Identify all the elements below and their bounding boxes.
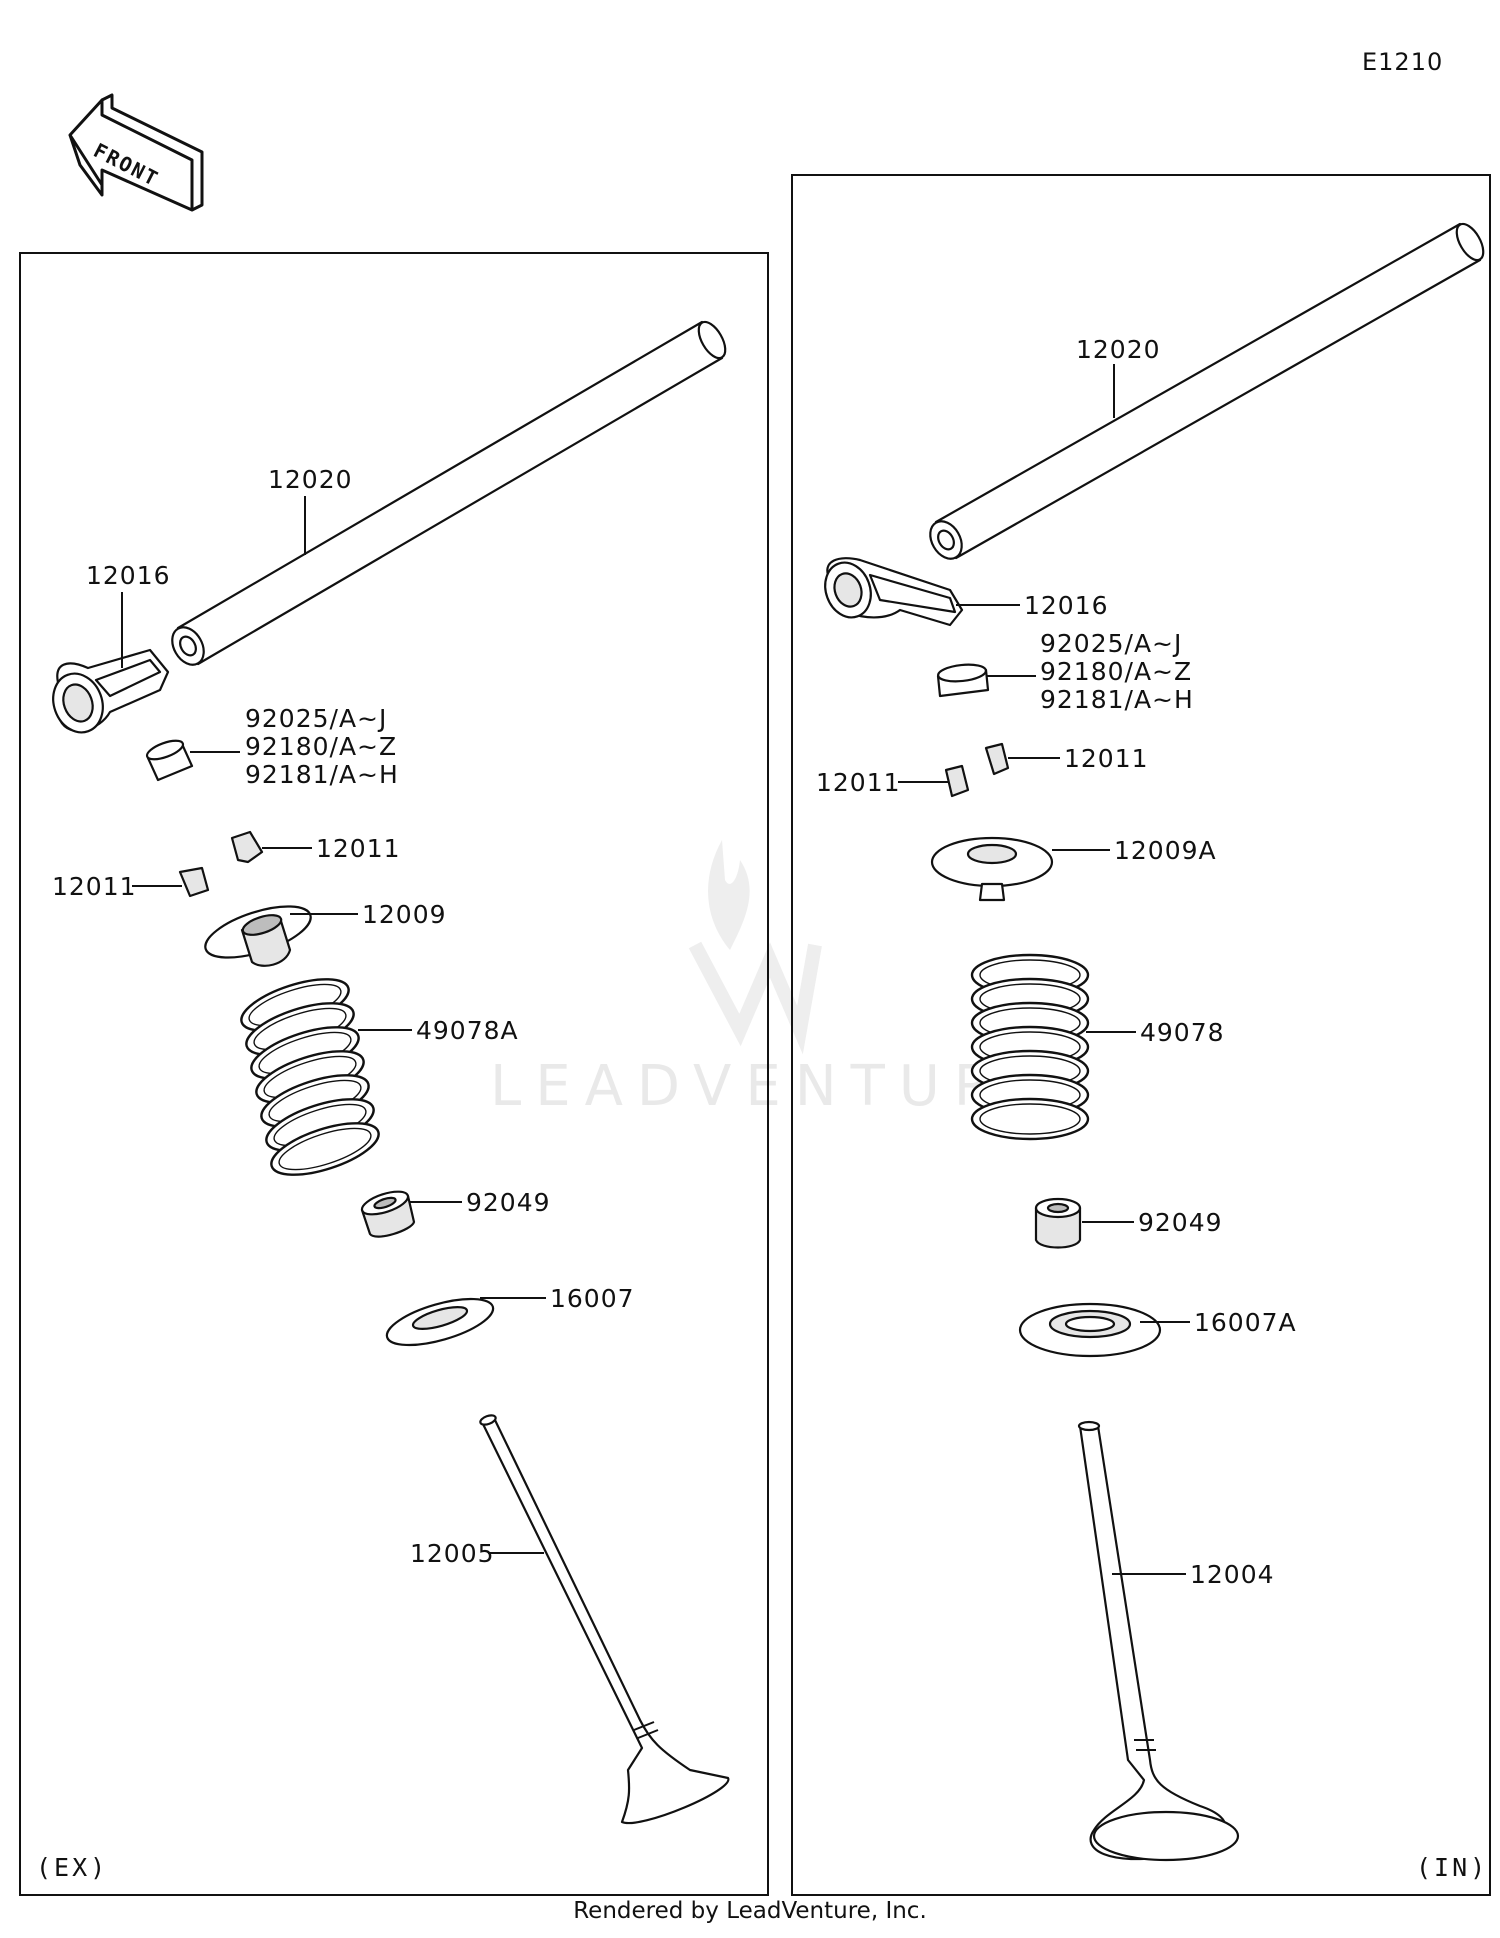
in-spring-retainer [930,836,1054,902]
in-label-shim-2: 92180/A~Z [1040,657,1192,686]
in-label-shim-3: 92181/A~H [1040,685,1194,714]
in-valve [1077,1420,1240,1862]
ex-panel-tag: (EX) [36,1853,108,1882]
ex-spring-seat [385,1297,495,1347]
in-label-rocker: 12016 [1024,591,1109,620]
in-spring-seat [1018,1302,1162,1358]
front-arrow-icon: FRONT [68,93,204,212]
ex-rocker-shaft [171,320,727,666]
ex-label-cotter-right: 12011 [316,834,401,863]
ex-label-shim-3: 92181/A~H [245,760,399,789]
ex-label-valve: 12005 [410,1539,495,1568]
ex-panel: 12020 12016 92025/A~J 92180/A~Z 92181/A~… [36,320,730,1882]
in-rocker-arm [824,557,964,627]
in-panel: 12020 12016 92025/A~J 92180/A~Z 92181/A~… [816,222,1488,1882]
ex-label-seat: 16007 [550,1284,635,1313]
ex-label-shaft: 12020 [268,465,353,494]
in-valve-stem-seal [1034,1197,1082,1249]
ex-spring-retainer [204,905,312,967]
spring-coil [970,1097,1090,1141]
ex-panel-frame [19,252,769,1896]
ex-label-retainer: 12009 [362,900,447,929]
ex-label-rocker: 12016 [86,561,171,590]
in-cotter-left [944,764,970,798]
watermark: LEADVENTURE [490,840,1056,1119]
ex-valve-spring [240,978,380,1176]
ex-valve [479,1414,730,1825]
ex-cotter-left [178,866,210,898]
in-label-seal: 92049 [1138,1208,1223,1237]
in-label-retainer: 12009A [1114,836,1217,865]
spring-coil-inner [979,1103,1081,1135]
spring-coil [270,1122,380,1176]
in-valve-spring [970,953,1090,1141]
spring-coil-inner [278,1127,372,1171]
in-label-cotter-right: 12011 [1064,744,1149,773]
in-panel-frame [791,174,1491,1896]
ex-label-shim-2: 92180/A~Z [245,732,397,761]
in-cotter-right [984,742,1010,776]
in-shim [936,663,990,698]
in-label-cotter-left: 12011 [816,768,901,797]
ex-label-spring: 49078A [416,1016,519,1045]
in-label-valve: 12004 [1190,1560,1275,1589]
ex-label-shim-1: 92025/A~J [245,704,387,733]
ex-label-seal: 92049 [466,1188,551,1217]
ex-shim [145,739,194,782]
in-panel-tag: (IN) [1416,1853,1488,1882]
in-rocker-shaft [929,222,1485,560]
ex-cotter-right [230,830,264,864]
render-credit: Rendered by LeadVenture, Inc. [573,1898,927,1924]
diagram-code: E1210 [1362,48,1443,76]
in-label-shaft: 12020 [1076,335,1161,364]
in-label-shim-1: 92025/A~J [1040,629,1182,658]
watermark-text: LEADVENTURE [490,1054,1056,1119]
ex-valve-stem-seal [360,1190,416,1238]
in-label-seat: 16007A [1194,1308,1297,1337]
ex-label-cotter-left: 12011 [52,872,137,901]
ex-rocker-arm [52,648,170,734]
in-label-spring: 49078 [1140,1018,1225,1047]
